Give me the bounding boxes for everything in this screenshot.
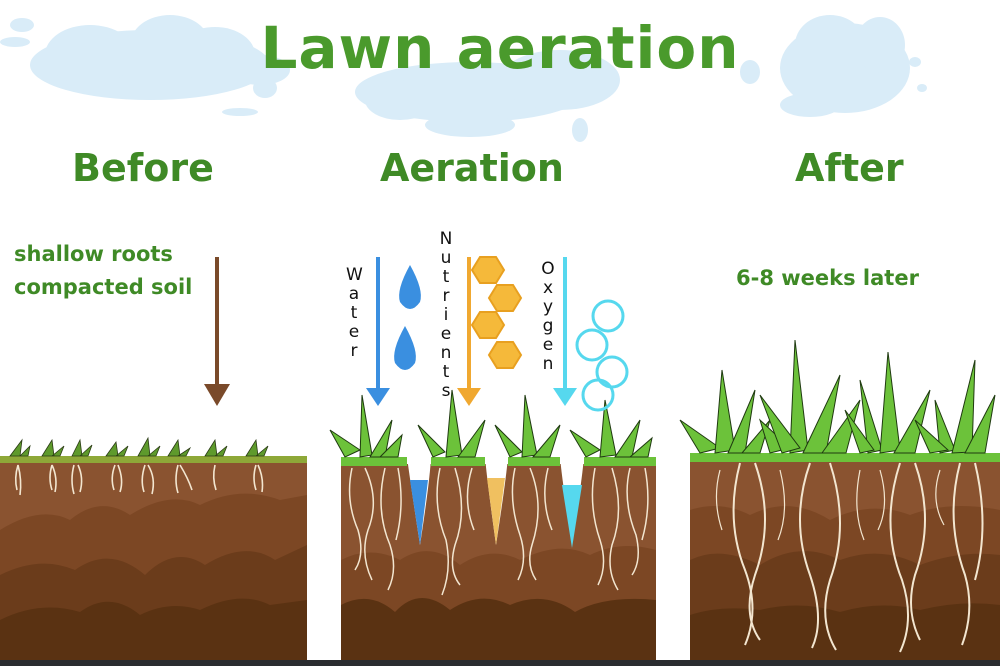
cloud-center-icon	[355, 50, 620, 142]
aeration-heading: Aeration	[380, 146, 564, 190]
water-drop-icon	[394, 265, 421, 370]
nutrients-arrow-icon	[457, 257, 481, 406]
oxygen-bubble-icon	[575, 299, 629, 412]
after-soil-panel	[679, 339, 1000, 661]
note-compacted-soil: compacted soil	[14, 275, 193, 299]
after-note-weeks: 6-8 weeks later	[736, 266, 919, 290]
note-shallow-roots: shallow roots	[14, 242, 173, 266]
page-title: Lawn aeration	[260, 14, 740, 82]
aeration-soil-panel	[329, 389, 656, 661]
before-notes: shallow roots compacted soil	[14, 238, 192, 304]
bottom-bar	[0, 660, 1000, 666]
water-arrow-icon	[366, 257, 390, 406]
cloud-right-icon	[740, 15, 927, 117]
before-down-arrow-icon	[204, 257, 230, 406]
after-heading: After	[795, 146, 904, 190]
before-heading: Before	[72, 146, 214, 190]
oxygen-arrow-icon	[553, 257, 577, 406]
before-soil-panel	[0, 436, 307, 661]
cloud-left-icon	[0, 15, 290, 116]
nutrient-hexagon-icon	[470, 256, 523, 369]
